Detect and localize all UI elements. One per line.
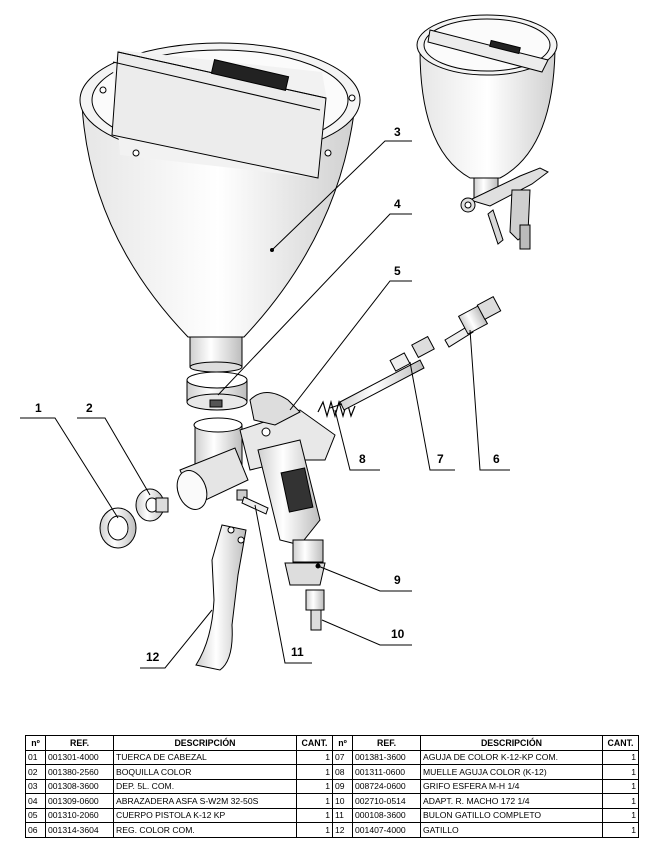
table-row: 02 001380-2560 BOQUILLA COLOR 1 08 00131…	[25, 764, 639, 780]
callout-labels: 1 2 3 4 5 6 7 8 9 10 11 12	[35, 125, 500, 664]
cell-ref: 002710-0514	[352, 793, 421, 809]
cell-num: 04	[25, 793, 46, 809]
cell-desc: MUELLE AGUJA COLOR (K-12)	[420, 764, 603, 780]
callout-1: 1	[35, 401, 42, 415]
callout-6: 6	[493, 452, 500, 466]
trigger-bolt-part	[236, 489, 269, 515]
cell-desc: AGUJA DE COLOR K-12-KP COM.	[420, 749, 603, 765]
cell-ref: 001311-0600	[352, 764, 421, 780]
table-row: 06 001314-3604 REG. COLOR COM. 1 12 0014…	[25, 822, 639, 838]
col-header-qty: CANT.	[296, 735, 333, 751]
needle-part	[329, 335, 435, 411]
cell-desc: DEP. 5L. COM.	[113, 778, 297, 794]
adjuster-part	[444, 296, 502, 348]
callout-12: 12	[146, 650, 160, 664]
col-header-ref: REF.	[45, 735, 114, 751]
cell-num: 06	[25, 822, 46, 838]
spring-part	[317, 399, 356, 419]
cell-desc: BULON GATILLO COMPLETO	[420, 807, 603, 823]
adapter-part	[305, 589, 325, 631]
cell-desc: GATILLO	[420, 822, 603, 838]
callout-11: 11	[291, 645, 304, 659]
parts-table: nº REF. DESCRIPCIÓN CANT. nº REF. DESCRI…	[25, 735, 639, 838]
cell-qty: 1	[296, 764, 333, 780]
cell-desc: REG. COLOR COM.	[113, 822, 297, 838]
cell-desc: TUERCA DE CABEZAL	[113, 749, 297, 765]
cell-ref: 001380-2560	[45, 764, 114, 780]
callout-10: 10	[391, 627, 405, 641]
cell-num: 12	[332, 822, 353, 838]
table-row: 04 001309-0600 ABRAZADERA ASFA S-W2M 32-…	[25, 793, 639, 809]
cell-ref: 001301-4000	[45, 749, 114, 765]
callout-8: 8	[359, 452, 366, 466]
cell-ref: 001308-3600	[45, 778, 114, 794]
clamp-part	[186, 371, 248, 411]
ball-valve-part	[284, 539, 326, 586]
hopper-part	[79, 42, 361, 373]
col-header-desc: DESCRIPCIÓN	[420, 735, 603, 751]
callout-7: 7	[437, 452, 444, 466]
cell-num: 09	[332, 778, 353, 794]
col-header-desc: DESCRIPCIÓN	[113, 735, 297, 751]
cell-ref: 001310-2060	[45, 807, 114, 823]
callout-5: 5	[394, 264, 401, 278]
col-header-num: nº	[332, 735, 353, 751]
cell-ref: 000108-3600	[352, 807, 421, 823]
cell-qty: 1	[602, 764, 639, 780]
cell-ref: 001314-3604	[45, 822, 114, 838]
head-nut-part	[99, 507, 137, 549]
cell-num: 05	[25, 807, 46, 823]
cell-qty: 1	[602, 749, 639, 765]
cell-qty: 1	[296, 822, 333, 838]
cell-qty: 1	[602, 807, 639, 823]
cell-qty: 1	[296, 749, 333, 765]
col-header-ref: REF.	[352, 735, 421, 751]
cell-num: 01	[25, 749, 46, 765]
table-header-row: nº REF. DESCRIPCIÓN CANT. nº REF. DESCRI…	[25, 735, 639, 751]
cell-ref: 001381-3600	[352, 749, 421, 765]
cell-desc: ABRAZADERA ASFA S-W2M 32-50S	[113, 793, 297, 809]
cell-num: 10	[332, 793, 353, 809]
cell-desc: BOQUILLA COLOR	[113, 764, 297, 780]
cell-qty: 1	[602, 822, 639, 838]
cell-desc: CUERPO PISTOLA K-12 KP	[113, 807, 297, 823]
cell-num: 02	[25, 764, 46, 780]
col-header-qty: CANT.	[602, 735, 639, 751]
cell-desc: GRIFO ESFERA M-H 1/4	[420, 778, 603, 794]
leader-lines	[20, 140, 510, 669]
callout-9: 9	[394, 573, 401, 587]
cell-desc: ADAPT. R. MACHO 172 1/4	[420, 793, 603, 809]
table-row: 01 001301-4000 TUERCA DE CABEZAL 1 07 00…	[25, 749, 639, 765]
col-header-num: nº	[25, 735, 46, 751]
assembled-gun-preview	[416, 14, 558, 250]
cell-qty: 1	[602, 793, 639, 809]
callout-2: 2	[86, 401, 93, 415]
cell-qty: 1	[602, 778, 639, 794]
exploded-parts-diagram: 1 2 3 4 5 6 7 8 9 10 11 12	[20, 14, 558, 671]
cell-ref: 001407-4000	[352, 822, 421, 838]
cell-ref: 008724-0600	[352, 778, 421, 794]
cell-num: 11	[332, 807, 353, 823]
gun-body-part	[176, 392, 336, 546]
cell-qty: 1	[296, 793, 333, 809]
cell-ref: 001309-0600	[45, 793, 114, 809]
cell-num: 08	[332, 764, 353, 780]
nozzle-part	[135, 488, 169, 522]
callout-4: 4	[394, 197, 401, 211]
table-row: 05 001310-2060 CUERPO PISTOLA K-12 KP 1 …	[25, 807, 639, 823]
cell-num: 03	[25, 778, 46, 794]
cell-num: 07	[332, 749, 353, 765]
cell-qty: 1	[296, 807, 333, 823]
cell-qty: 1	[296, 778, 333, 794]
trigger-part	[195, 524, 247, 671]
callout-3: 3	[394, 125, 401, 139]
table-row: 03 001308-3600 DEP. 5L. COM. 1 09 008724…	[25, 778, 639, 794]
